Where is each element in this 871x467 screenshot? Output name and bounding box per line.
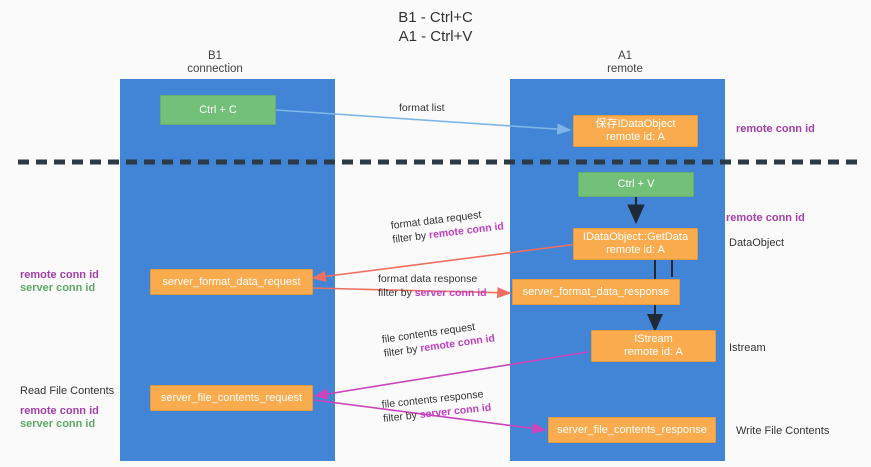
column-header-b1: B1 connection bbox=[187, 50, 243, 75]
node-ctrl-c-label: Ctrl + C bbox=[199, 103, 237, 116]
filter-prefix: filter by bbox=[383, 342, 422, 360]
node-save-idataobject[interactable]: 保存IDataObject remote id: A bbox=[573, 115, 698, 147]
node-istream[interactable]: IStream remote id: A bbox=[591, 330, 716, 362]
node-save-idataobject-line2: remote id: A bbox=[606, 131, 665, 143]
edge-label-format-data-response-text: format data response bbox=[378, 273, 478, 285]
filter-prefix: filter by bbox=[382, 409, 421, 425]
annotation-left-server-conn-id-2: server conn id bbox=[20, 418, 96, 430]
node-server-file-contents-response-label: server_file_contents_response bbox=[557, 423, 707, 436]
annotation-read-file-contents: Read File Contents bbox=[20, 385, 115, 397]
filter-prefix: filter by bbox=[391, 229, 430, 246]
node-istream-line2: remote id: A bbox=[624, 346, 683, 358]
annotation-left-remote-conn-id: remote conn id bbox=[20, 269, 99, 281]
node-server-file-contents-response[interactable]: server_file_contents_response bbox=[548, 417, 716, 443]
edge-label-format-list: format list bbox=[399, 101, 445, 115]
edge-label-format-list-text: format list bbox=[399, 102, 445, 114]
node-save-idataobject-line1: 保存IDataObject bbox=[595, 118, 676, 130]
filter-key: server conn id bbox=[414, 287, 487, 299]
node-ctrl-v[interactable]: Ctrl + V bbox=[578, 172, 694, 197]
node-server-format-data-response[interactable]: server_format_data_response bbox=[512, 279, 680, 305]
node-istream-line1: IStream bbox=[634, 333, 673, 345]
node-getdata[interactable]: IDataObject::GetData remote id: A bbox=[573, 228, 698, 260]
node-getdata-line2: remote id: A bbox=[606, 244, 665, 256]
node-ctrl-c[interactable]: Ctrl + C bbox=[160, 95, 276, 125]
node-ctrl-v-label: Ctrl + V bbox=[617, 178, 655, 190]
edge-label-format-data-response-filter: filter by server conn id bbox=[378, 286, 487, 300]
node-server-format-data-response-label: server_format_data_response bbox=[522, 285, 670, 298]
annotation-istream: Istream bbox=[729, 342, 766, 354]
node-server-format-data-request[interactable]: server_format_data_request bbox=[150, 269, 313, 295]
annotation-remote-conn-id-mid: remote conn id bbox=[726, 212, 805, 224]
node-getdata-line1: IDataObject::GetData bbox=[582, 231, 689, 243]
column-header-a1: A1 remote bbox=[607, 50, 643, 75]
annotation-left-server-conn-id: server conn id bbox=[20, 282, 96, 294]
diagram-title: B1 - Ctrl+C A1 - Ctrl+V bbox=[398, 9, 473, 45]
annotation-left-remote-conn-id-2: remote conn id bbox=[20, 405, 99, 417]
node-server-format-data-request-label: server_format_data_request bbox=[162, 275, 301, 288]
annotation-remote-conn-id-top: remote conn id bbox=[736, 123, 815, 135]
filter-prefix: filter by bbox=[378, 287, 415, 299]
edge-label-file-contents-request: file contents request filter by remote c… bbox=[381, 317, 496, 360]
annotation-write-file-contents: Write File Contents bbox=[736, 425, 830, 437]
edge-label-format-data-response: format data response filter by server co… bbox=[378, 272, 487, 300]
annotation-dataobject: DataObject bbox=[729, 237, 785, 249]
edge-label-format-data-request: format data request filter by remote con… bbox=[390, 205, 505, 246]
edge-label-file-contents-response: file contents response filter by server … bbox=[381, 387, 492, 426]
node-server-file-contents-request-label: server_file_contents_request bbox=[160, 391, 303, 404]
node-server-file-contents-request[interactable]: server_file_contents_request bbox=[150, 385, 313, 411]
